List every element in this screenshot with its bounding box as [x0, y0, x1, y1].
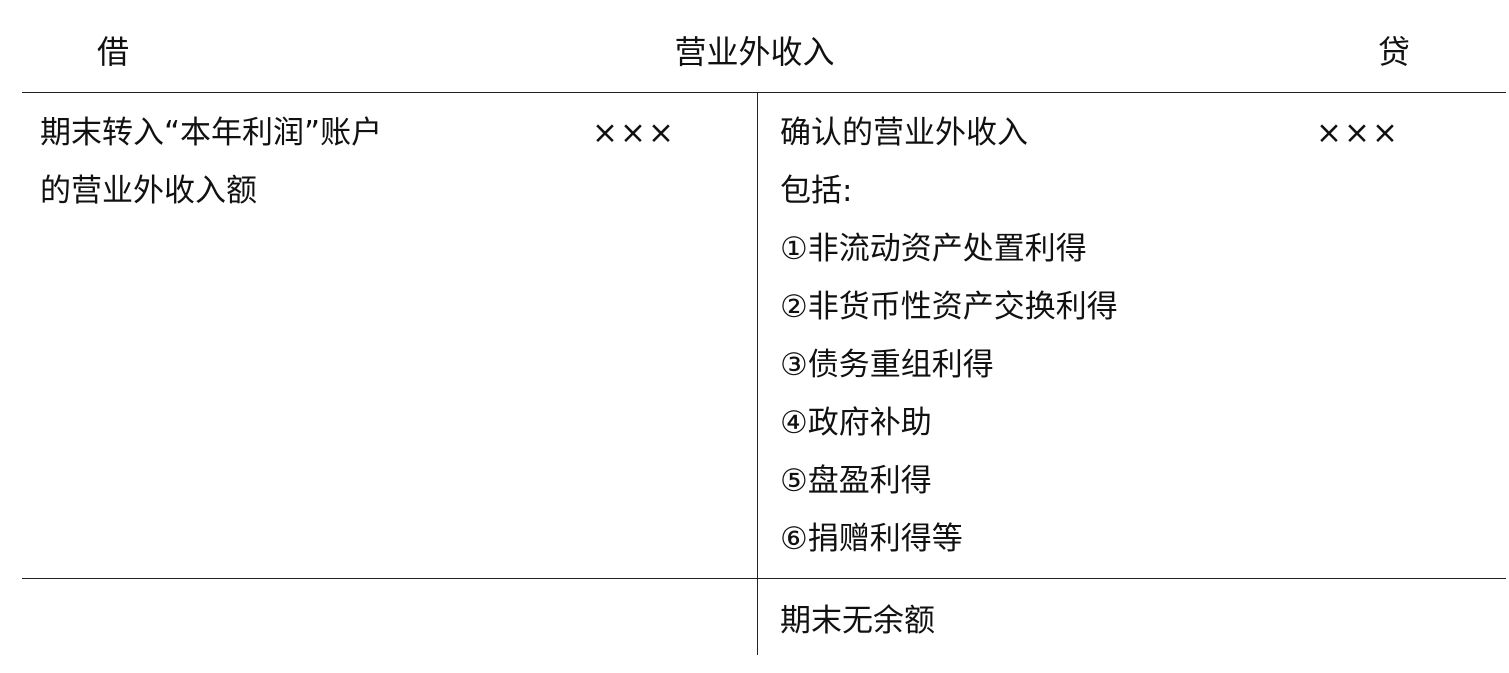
debit-header: 借: [97, 33, 130, 71]
ending-balance: 期末无余额: [780, 603, 935, 639]
top-divider: [22, 92, 1506, 93]
debit-entry: 期末转入“本年利润”账户 的营业外收入额: [40, 104, 382, 220]
center-divider: [757, 92, 758, 655]
credit-entry-line: 包括:: [780, 173, 853, 209]
debit-entry-line: 期末转入“本年利润”账户: [40, 115, 383, 151]
credit-entry-line: ④政府补助: [780, 405, 932, 441]
account-title: 营业外收入: [674, 33, 835, 71]
credit-entry-line: ②非货币性资产交换利得: [780, 289, 1118, 325]
credit-entry-line: ⑤盘盈利得: [780, 463, 932, 499]
balance-divider: [22, 578, 1506, 579]
debit-entry-line: 的营业外收入额: [40, 173, 257, 209]
credit-header: 贷: [1378, 33, 1411, 71]
credit-entry-line: 确认的营业外收入: [780, 115, 1028, 151]
credit-entry: 确认的营业外收入 包括: ①非流动资产处置利得 ②非货币性资产交换利得 ③债务重…: [780, 104, 1118, 568]
credit-amount: ×××: [1316, 115, 1400, 151]
debit-amount: ×××: [592, 115, 676, 151]
credit-entry-line: ①非流动资产处置利得: [780, 231, 1087, 267]
credit-entry-line: ⑥捐赠利得等: [780, 521, 963, 557]
credit-entry-line: ③债务重组利得: [780, 347, 994, 383]
